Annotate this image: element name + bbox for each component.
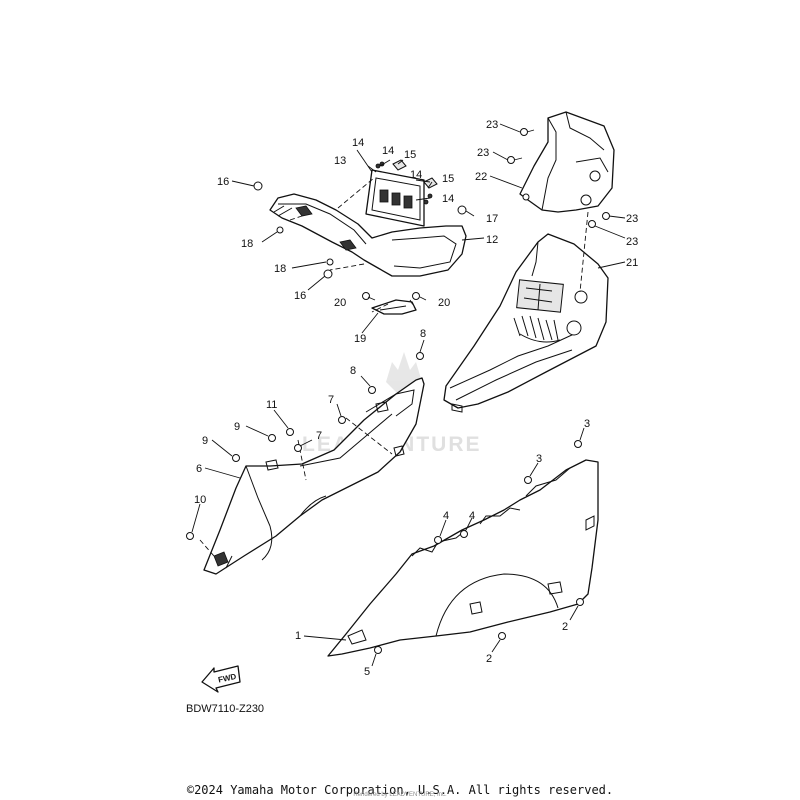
fastener-4-b (460, 530, 468, 538)
callout-21: 21 (626, 257, 638, 269)
callout-10: 10 (194, 494, 206, 506)
fastener-7-a (338, 416, 346, 424)
callout-6: 6 (196, 463, 202, 475)
callout-3-a: 3 (584, 418, 590, 430)
callout-23-d: 23 (626, 236, 638, 248)
fastener-23-a (520, 128, 535, 136)
callout-18-a: 18 (241, 238, 253, 250)
callout-23-a: 23 (486, 119, 498, 131)
fastener-9-b (232, 454, 240, 462)
callouts: 23 23 22 23 23 21 14 14 15 13 14 15 14 1… (194, 119, 638, 678)
callout-8-a: 8 (420, 328, 426, 340)
parts-14-15-clips (375, 159, 438, 205)
callout-9-a: 9 (234, 421, 240, 433)
callout-3-b: 3 (536, 453, 542, 465)
callout-9-b: 9 (202, 435, 208, 447)
fastener-8-b (368, 386, 376, 394)
fastener-11 (286, 428, 294, 436)
callout-15-b: 15 (442, 173, 454, 185)
fastener-20-a (362, 292, 370, 300)
callout-14-b: 14 (382, 145, 394, 157)
fastener-10 (186, 532, 194, 540)
fastener-8-a (416, 352, 424, 360)
callout-8-b: 8 (350, 365, 356, 377)
callout-4-b: 4 (469, 510, 475, 522)
callout-19: 19 (354, 333, 366, 345)
callout-22: 22 (475, 171, 487, 183)
fasteners (186, 128, 610, 654)
callout-14-d: 14 (442, 193, 454, 205)
callout-14-c: 14 (410, 169, 422, 181)
fastener-20-b (412, 292, 420, 300)
fastener-2-b (498, 632, 506, 640)
fastener-3-b (524, 476, 532, 484)
fastener-23-b (507, 156, 523, 164)
fastener-23-c (602, 212, 610, 220)
part-21-mid-cover (443, 233, 609, 413)
callout-14-a: 14 (352, 137, 364, 149)
fastener-3-a (574, 440, 582, 448)
callout-18-b: 18 (274, 263, 286, 275)
fastener-23-d (588, 220, 596, 228)
callout-16-a: 16 (217, 176, 229, 188)
callout-16-b: 16 (294, 290, 306, 302)
callout-13: 13 (334, 155, 346, 167)
callout-1: 1 (295, 630, 301, 642)
part-13-plate-bracket (365, 169, 425, 227)
fastener-2-a (576, 598, 584, 606)
fastener-17 (457, 205, 467, 215)
leader-lines (191, 123, 626, 667)
fwd-label: FWD (217, 672, 237, 685)
part-22-upper-cover (519, 111, 615, 213)
fastener-18-a (276, 226, 284, 234)
callout-23-c: 23 (626, 213, 638, 225)
callout-2-a: 2 (562, 621, 568, 633)
diagram-code: BDW7110-Z230 (186, 703, 264, 715)
fastener-4-a (434, 536, 442, 544)
callout-4-a: 4 (443, 510, 449, 522)
rendered-by-text: Rendered by LEADVENTURE, Inc. (353, 792, 447, 798)
fastener-18-b (326, 258, 334, 266)
callout-20-a: 20 (334, 297, 346, 309)
part-6-inner-side-panel (203, 377, 425, 575)
fastener-7-b (294, 444, 302, 452)
fastener-16-a (253, 181, 263, 191)
callout-23-b: 23 (477, 147, 489, 159)
callout-17: 17 (486, 213, 498, 225)
fastener-16-b (323, 269, 333, 279)
callout-7-b: 7 (316, 430, 322, 442)
assembly-lines (199, 177, 589, 557)
callout-5: 5 (364, 666, 370, 678)
callout-11: 11 (266, 399, 277, 411)
copyright-text: ©2024 Yamaha Motor Corporation, U.S.A. A… (186, 783, 614, 797)
part-19-bracket (371, 299, 417, 315)
fastener-5 (374, 646, 382, 654)
callout-15-a: 15 (404, 149, 416, 161)
callout-7-a: 7 (328, 394, 334, 406)
part-1-main-side-cover (327, 459, 599, 657)
fastener-9-a (268, 434, 276, 442)
part-12-upper-front-panel (269, 193, 467, 277)
callout-20-b: 20 (438, 297, 450, 309)
callout-2-b: 2 (486, 653, 492, 665)
fwd-arrow-icon: FWD (201, 665, 241, 693)
callout-12: 12 (486, 234, 498, 246)
